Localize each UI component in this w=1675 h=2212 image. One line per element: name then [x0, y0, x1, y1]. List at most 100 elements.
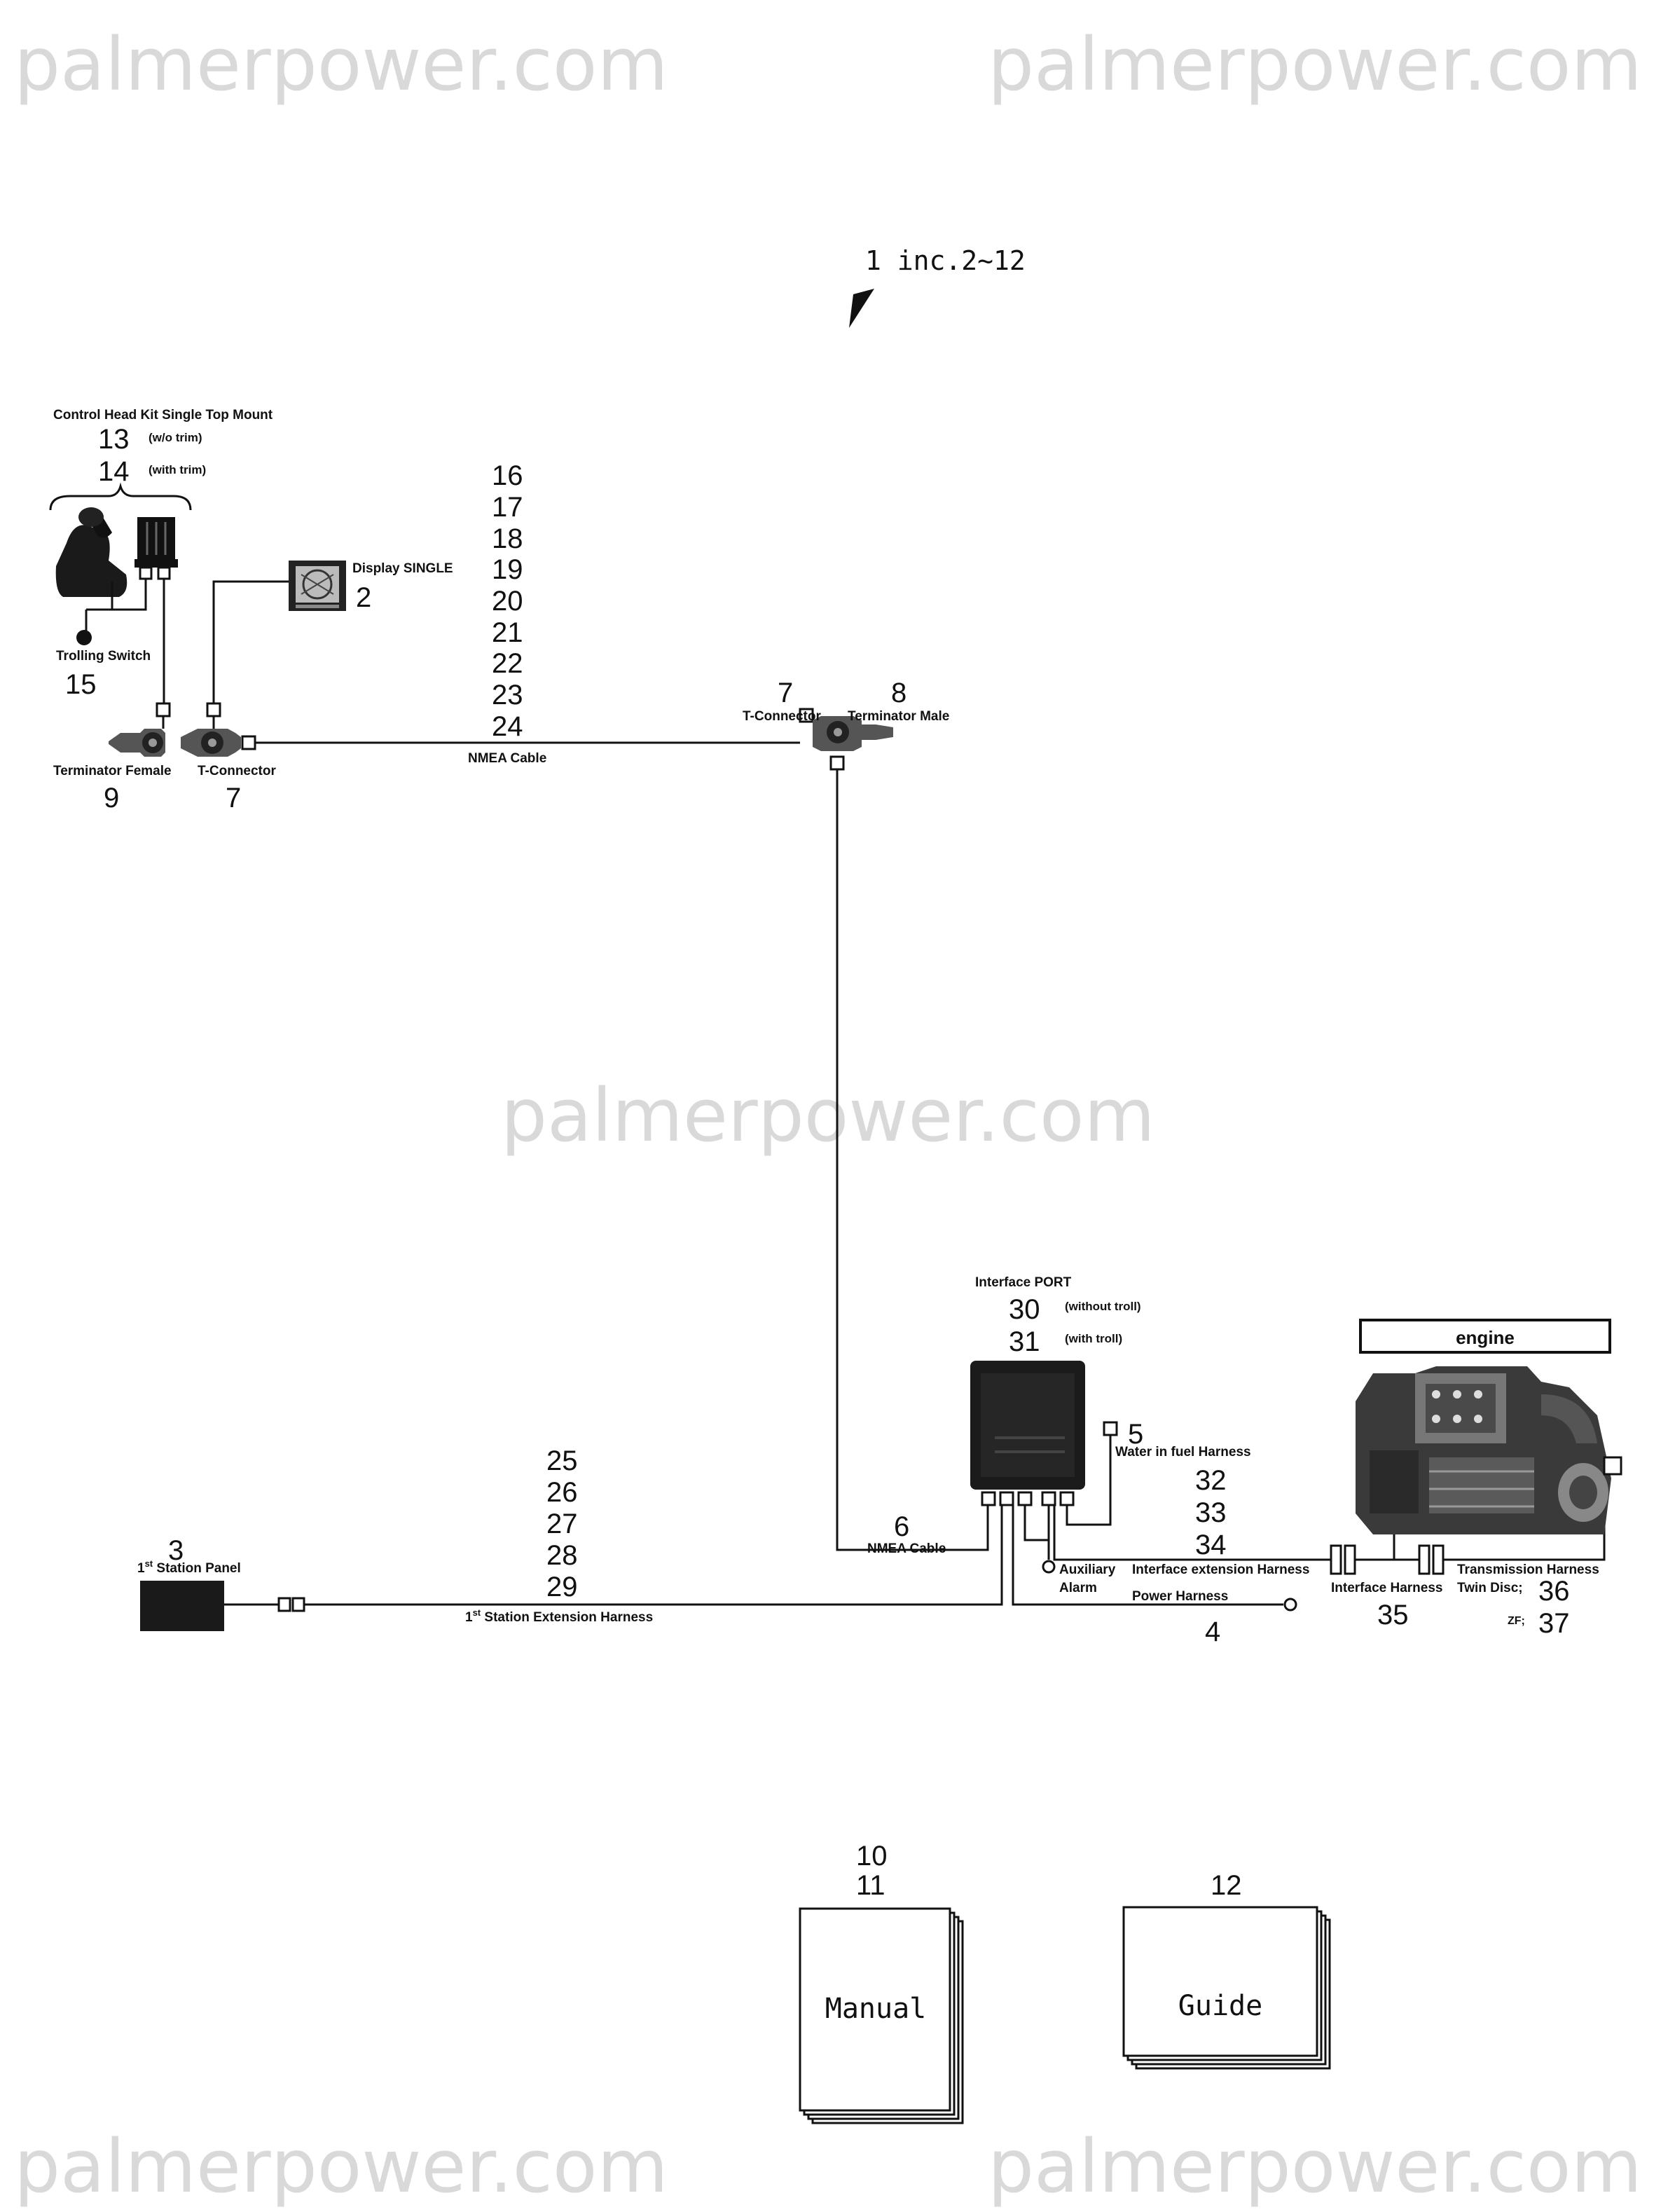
manual-num: 11 [856, 1870, 885, 1901]
interface-port-option2-num: 31 [1009, 1326, 1040, 1357]
transmission-harness-plug-a [1418, 1544, 1431, 1575]
station-ext-num: 29 [546, 1572, 578, 1602]
display-label: Display SINGLE [352, 561, 453, 576]
terminator-male-num: 8 [891, 678, 907, 708]
station-ext-num: 25 [546, 1445, 578, 1476]
nmea-top-num: 19 [492, 554, 523, 585]
guide-document-icon [1122, 1906, 1331, 2070]
station-ext-plug-b [291, 1597, 305, 1612]
nmea-cable-top-label: NMEA Cable [468, 751, 546, 766]
control-head-title: Control Head Kit Single Top Mount [53, 408, 273, 423]
interface-ext-num: 33 [1195, 1497, 1227, 1528]
nmea-top-num: 24 [492, 711, 523, 742]
control-head-option2-note: (with trim) [149, 463, 206, 476]
terminator-female-num: 9 [104, 783, 119, 813]
water-in-fuel-wire [1066, 1435, 1112, 1526]
nmea-top-num: 20 [492, 586, 523, 617]
interface-port-option2-note: (with troll) [1065, 1332, 1122, 1345]
t-connector-left-icon [181, 729, 241, 757]
t-connector-left-port-right [241, 735, 256, 750]
kit-pointer-arrow-icon [849, 289, 874, 328]
t-connector-right-port-bottom [829, 755, 845, 771]
transmission-harness-label: Transmission Harness [1457, 1562, 1599, 1577]
t-connector-left-port-top [206, 702, 221, 717]
watermark-center: palmerpower.com [501, 1073, 1155, 1158]
watermark-bottom-right: palmerpower.com [988, 2124, 1642, 2209]
terminator-male-label: Terminator Male [848, 709, 949, 724]
interface-port-connector-d [1041, 1491, 1056, 1506]
transmission-zf-num: 37 [1538, 1608, 1570, 1639]
control-head-lever-icon [55, 507, 127, 597]
watermark-top-left: palmerpower.com [14, 22, 668, 107]
interface-extension-harness-label: Interface extension Harness [1132, 1562, 1309, 1577]
power-harness-terminal [1283, 1598, 1297, 1612]
kit-label: 1 inc.2~12 [865, 245, 1026, 276]
nmea-cable-bottom-num: 6 [894, 1511, 909, 1542]
interface-harness-label: Interface Harness [1331, 1581, 1442, 1595]
interface-port-connector-a [981, 1491, 996, 1506]
nmea-top-num: 16 [492, 460, 523, 491]
interface-extension-harness-line [1053, 1505, 1331, 1561]
t-connector-left-label: T-Connector [198, 764, 276, 778]
transmission-twin-disc-label: Twin Disc; [1457, 1581, 1523, 1595]
interface-port-connector-e [1059, 1491, 1075, 1506]
terminator-male-icon [862, 724, 893, 740]
terminator-female-icon [109, 729, 165, 757]
station-panel-label: 1st Station Panel [137, 1558, 241, 1576]
watermark-bottom-left: palmerpower.com [14, 2124, 668, 2209]
power-harness-line [1012, 1505, 1283, 1606]
engine-label-box [1359, 1319, 1611, 1354]
transmission-twin-disc-num: 36 [1538, 1576, 1570, 1607]
interface-port-connector-b [999, 1491, 1014, 1506]
interface-harness-plug-b [1344, 1544, 1356, 1575]
control-head-brace [49, 482, 192, 511]
display-wire [212, 580, 289, 708]
control-head-option2-num: 14 [98, 456, 130, 487]
nmea-top-num: 23 [492, 680, 523, 710]
t-connector-right-num: 7 [778, 678, 793, 708]
aux-alarm-terminal [1042, 1560, 1056, 1574]
nmea-cable-bottom-label: NMEA Cable [867, 1541, 946, 1556]
interface-port-label: Interface PORT [975, 1275, 1072, 1290]
aux-alarm-label-line1: Auxiliary [1059, 1562, 1116, 1577]
control-head-connector-icon [135, 517, 178, 580]
terminator-female-port [156, 702, 171, 717]
control-head-option1-note: (w/o trim) [149, 431, 202, 444]
station-panel-icon [140, 1581, 224, 1631]
guide-label: Guide [1178, 1990, 1262, 2022]
water-in-fuel-label: Water in fuel Harness [1115, 1445, 1251, 1459]
water-in-fuel-num: 5 [1128, 1419, 1143, 1450]
nmea-top-num: 17 [492, 492, 523, 523]
t-connector-right-port-left [799, 708, 814, 723]
t-connector-left-num: 7 [226, 783, 241, 813]
interface-harness-plug-a [1330, 1544, 1342, 1575]
watermark-top-right: palmerpower.com [988, 22, 1642, 107]
interface-port-option1-note: (without troll) [1065, 1300, 1141, 1313]
interface-ext-num: 34 [1195, 1530, 1227, 1560]
power-harness-num: 4 [1205, 1616, 1220, 1647]
nmea-top-num: 18 [492, 523, 523, 554]
aux-alarm-wire-loop [1023, 1505, 1050, 1541]
t-connector-right-icon [813, 716, 862, 751]
station-ext-num: 28 [546, 1540, 578, 1571]
manual-num: 10 [856, 1841, 888, 1871]
water-in-fuel-connector [1103, 1421, 1118, 1436]
nmea-cable-bottom-line [836, 769, 989, 1551]
interface-port-box-icon [970, 1361, 1085, 1490]
station-ext-plug-a [277, 1597, 291, 1612]
nmea-top-num: 21 [492, 617, 523, 648]
station-panel-num: 3 [168, 1535, 184, 1566]
trolling-switch-num: 15 [65, 669, 97, 700]
aux-alarm-label-line2: Alarm [1059, 1581, 1097, 1595]
interface-port-option1-num: 30 [1009, 1294, 1040, 1325]
nmea-cable-top-numbers: 16 17 18 19 20 21 22 23 24 [492, 460, 523, 742]
head-wire-left [111, 579, 147, 611]
interface-harness-num: 35 [1377, 1600, 1409, 1630]
nmea-top-num: 22 [492, 648, 523, 679]
transmission-zf-label: ZF; [1508, 1615, 1525, 1627]
station-ext-label: 1st Station Extension Harness [465, 1607, 653, 1625]
manual-label: Manual [825, 1993, 927, 2025]
trolling-switch-icon [76, 630, 92, 645]
engine-icon [1356, 1366, 1622, 1534]
